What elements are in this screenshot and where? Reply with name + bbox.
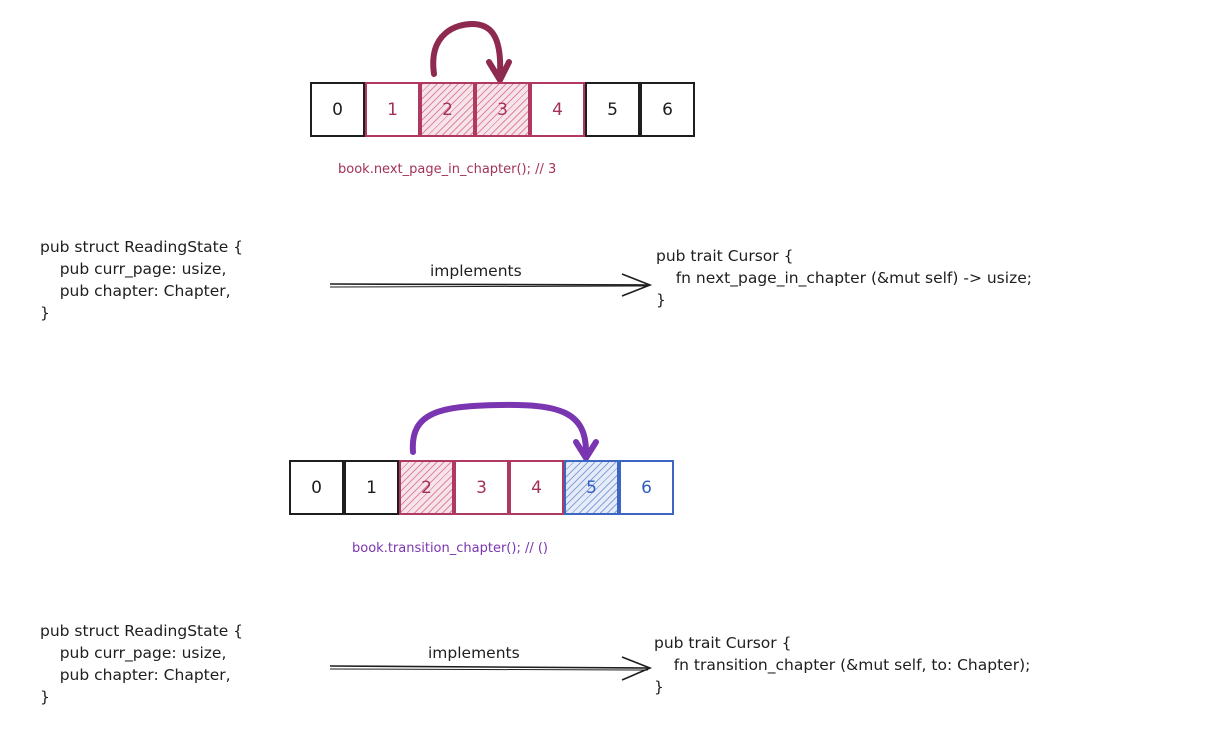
code-line: fn transition_chapter (&mut self, to: Ch… — [654, 656, 1031, 674]
page-number: 3 — [476, 477, 487, 498]
code-line: } — [656, 291, 666, 309]
code-line: pub chapter: Chapter, — [40, 666, 231, 684]
page-number: 2 — [421, 477, 432, 498]
jump-arrowhead-d1 — [486, 59, 512, 83]
struct-definition: pub struct ReadingState { pub curr_page:… — [40, 620, 243, 708]
method-call-caption: book.transition_chapter(); // () — [352, 541, 548, 556]
page-cell-target: 5 — [564, 460, 619, 515]
page-cell: 3 — [454, 460, 509, 515]
code-line: pub chapter: Chapter, — [40, 282, 231, 300]
page-number: 6 — [662, 99, 673, 120]
page-number: 0 — [332, 99, 343, 120]
page-cell: 4 — [530, 82, 585, 137]
page-cell: 0 — [289, 460, 344, 515]
code-line: pub trait Cursor { — [656, 247, 794, 265]
code-line: pub struct ReadingState { — [40, 238, 244, 256]
method-call-caption: book.next_page_in_chapter(); // 3 — [338, 162, 557, 177]
trait-definition: pub trait Cursor { fn transition_chapter… — [654, 632, 1030, 698]
page-cell: 6 — [619, 460, 674, 515]
page-cell-target: 3 — [475, 82, 530, 137]
page-number: 5 — [607, 99, 618, 120]
jump-arrow-d2 — [409, 401, 589, 455]
page-number: 6 — [641, 477, 652, 498]
page-number: 1 — [387, 99, 398, 120]
jump-arrowhead-d2 — [573, 439, 599, 461]
implements-arrow-line-d1 — [329, 283, 649, 286]
implements-arrow-line2-d2 — [329, 668, 649, 671]
code-line: pub curr_page: usize, — [40, 644, 227, 662]
page-cell: 4 — [509, 460, 564, 515]
implements-arrowhead-d1 — [621, 273, 653, 297]
implements-arrow-line-d2 — [329, 665, 649, 669]
page-cell: 0 — [310, 82, 365, 137]
page-number: 5 — [586, 477, 597, 498]
implements-label: implements — [430, 262, 522, 280]
code-line: pub trait Cursor { — [654, 634, 792, 652]
page-cell-current: 2 — [420, 82, 475, 137]
code-line: } — [40, 304, 50, 322]
page-number: 1 — [366, 477, 377, 498]
code-line: pub curr_page: usize, — [40, 260, 227, 278]
page-number: 3 — [497, 99, 508, 120]
code-line: } — [40, 688, 50, 706]
page-cell: 6 — [640, 82, 695, 137]
page-number: 2 — [442, 99, 453, 120]
page-cell: 1 — [365, 82, 420, 137]
code-line: } — [654, 678, 664, 696]
page-number: 4 — [552, 99, 563, 120]
page-cell-current: 2 — [399, 460, 454, 515]
implements-label: implements — [428, 644, 520, 662]
page-number: 0 — [311, 477, 322, 498]
implements-arrow-line2-d1 — [329, 285, 649, 288]
struct-definition: pub struct ReadingState { pub curr_page:… — [40, 236, 243, 324]
page-cell: 1 — [344, 460, 399, 515]
jump-arrow-d1 — [430, 20, 504, 77]
code-line: pub struct ReadingState { — [40, 622, 244, 640]
trait-definition: pub trait Cursor { fn next_page_in_chapt… — [656, 245, 1032, 311]
code-line: fn next_page_in_chapter (&mut self) -> u… — [656, 269, 1032, 287]
page-cell: 5 — [585, 82, 640, 137]
page-number: 4 — [531, 477, 542, 498]
implements-arrowhead-d2 — [621, 656, 653, 681]
